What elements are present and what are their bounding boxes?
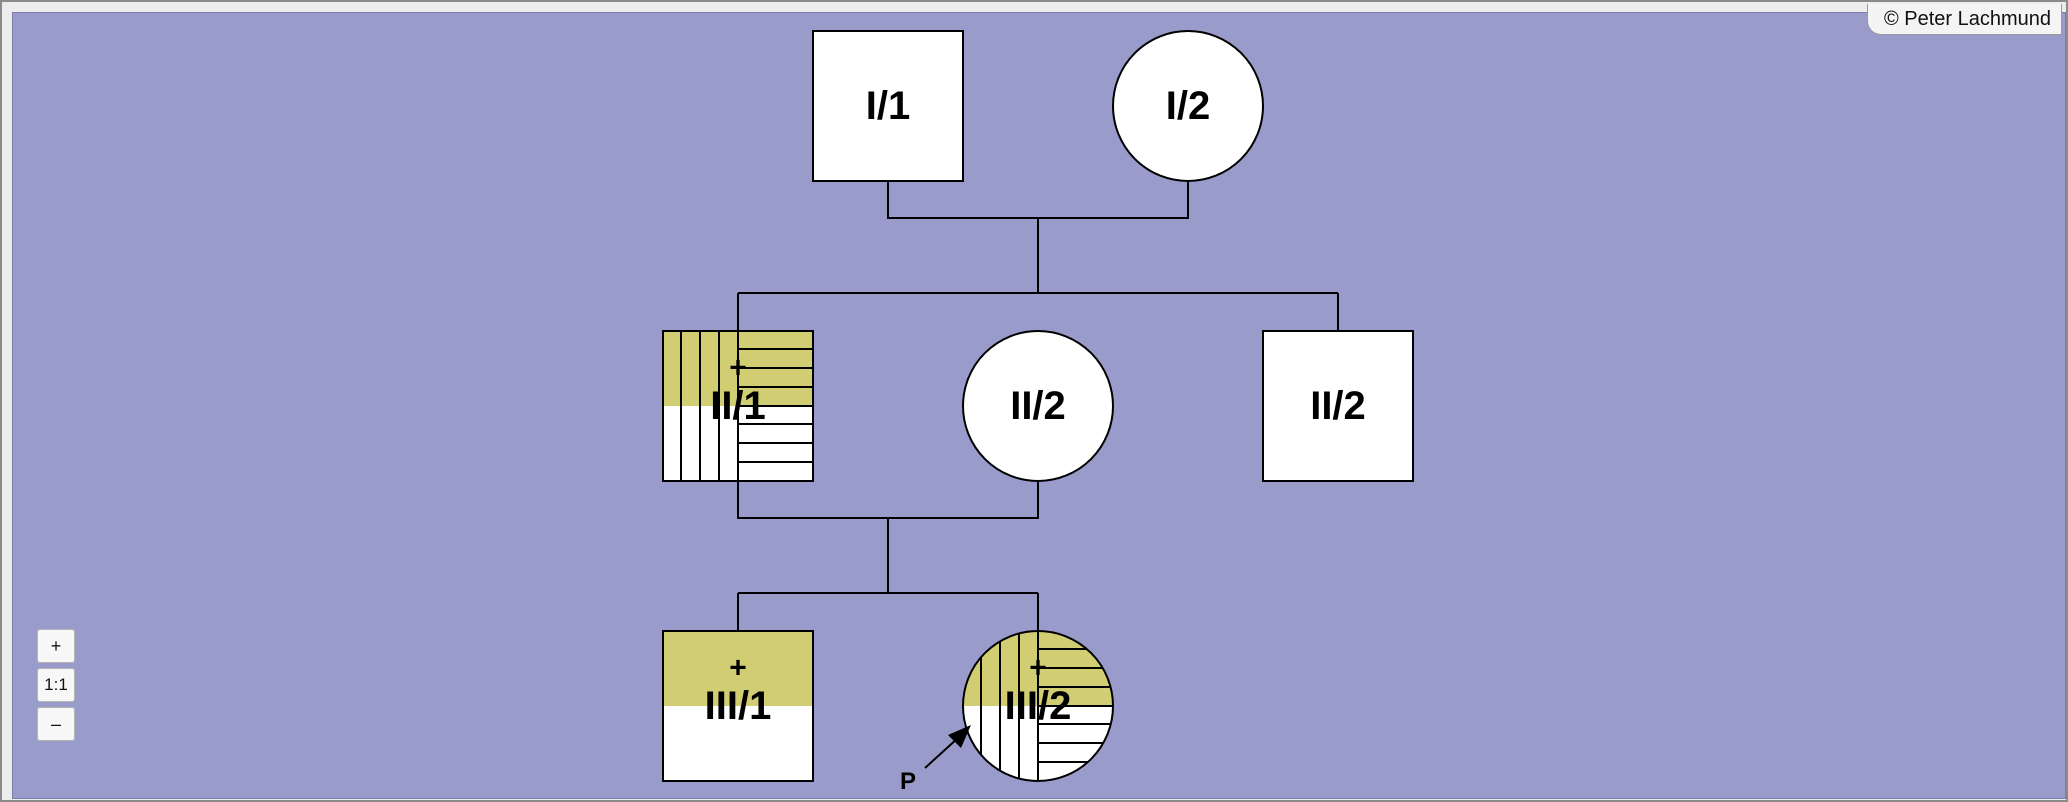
individual-label: II/2: [1010, 384, 1066, 428]
proband-arrow-shaft: [924, 736, 960, 769]
marriage-line-gen2: [737, 481, 1039, 519]
female-symbol: [1112, 30, 1264, 182]
female-symbol: [962, 330, 1114, 482]
female-symbol: [962, 630, 1114, 782]
proband-label: P: [900, 768, 916, 795]
pedigree-diagram: I/1 I/2: [662, 30, 1414, 795]
individual-label: III/2: [1005, 684, 1072, 728]
zoom-in-button[interactable]: +: [37, 629, 75, 663]
zoom-out-button[interactable]: –: [37, 707, 75, 741]
individual-i2[interactable]: I/2: [1112, 30, 1264, 182]
proband-indicator: P: [900, 725, 971, 795]
individual-label: II/1: [710, 384, 766, 428]
individual-label: III/1: [705, 684, 772, 728]
male-symbol: [662, 330, 814, 482]
individual-ii1[interactable]: + II/1: [662, 330, 814, 482]
copyright-label: © Peter Lachmund: [1866, 4, 2062, 35]
affected-fill: [663, 631, 813, 706]
individual-i1[interactable]: I/1: [812, 30, 964, 182]
male-symbol: [812, 30, 964, 182]
pedigree-connectors: [737, 181, 1339, 631]
individual-ii2-male[interactable]: II/2: [1262, 330, 1414, 482]
plus-marker: +: [729, 352, 747, 385]
individual-iii2[interactable]: + III/2: [962, 630, 1114, 782]
individual-label: I/1: [866, 84, 910, 128]
vertical-stripes: [680, 331, 720, 481]
plus-marker: +: [1029, 652, 1047, 685]
individual-iii1[interactable]: + III/1: [662, 630, 814, 782]
marriage-line-gen1: [887, 181, 1189, 219]
individual-label: II/2: [1310, 384, 1366, 428]
individual-ii2-female[interactable]: II/2: [962, 330, 1114, 482]
plus-marker: +: [729, 652, 747, 685]
zoom-reset-button[interactable]: 1:1: [37, 668, 75, 702]
male-symbol: [662, 630, 814, 782]
proband-arrowhead: [948, 725, 971, 748]
horizontal-stripes: [738, 348, 813, 463]
individual-label: I/2: [1166, 84, 1210, 128]
male-symbol: [1262, 330, 1414, 482]
pedigree-canvas[interactable]: I/1 I/2: [12, 12, 2066, 799]
